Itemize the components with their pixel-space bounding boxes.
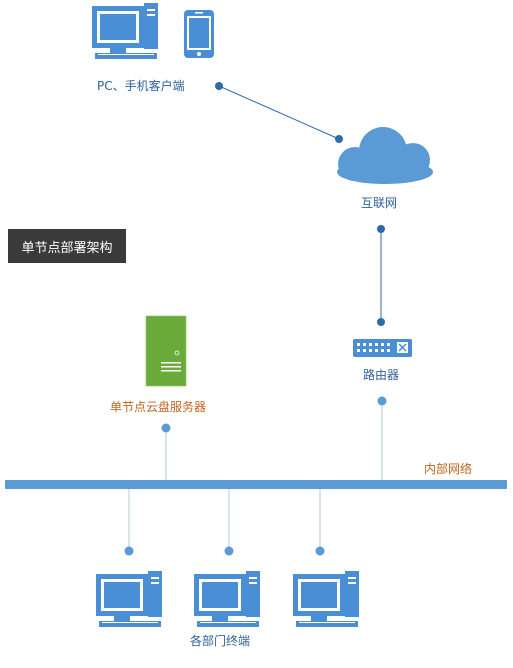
desktop-computer-icon (96, 571, 162, 627)
smartphone-icon (184, 10, 214, 58)
cloud-icon (337, 127, 433, 184)
desktop-computer-icon (293, 571, 359, 627)
diagram-title: 单节点部署架构 (8, 229, 126, 263)
router-label: 路由器 (363, 368, 400, 382)
connector-dot (124, 546, 134, 556)
connector-dot (215, 82, 223, 90)
internet-label: 互联网 (361, 196, 398, 210)
server-label: 单节点云盘服务器 (110, 400, 207, 414)
connector-dots (124, 82, 387, 556)
connection-lines (128, 85, 383, 551)
terminals-label: 各部门终端 (190, 634, 251, 648)
server-tower-icon (145, 315, 187, 387)
client-internet-link (218, 85, 340, 140)
lan-label: 内部网络 (424, 462, 473, 476)
desktop-computer-icon (194, 571, 260, 627)
connector-dot (377, 396, 387, 406)
desktop-computer-icon (92, 3, 158, 59)
connector-dot (315, 546, 325, 556)
connector-dot (335, 135, 343, 143)
router-icon (353, 339, 412, 357)
clients-label: PC、手机客户端 (97, 79, 185, 93)
connector-dot (224, 546, 234, 556)
connector-dot (377, 318, 385, 326)
connector-dot (377, 225, 385, 233)
lan-bar (5, 480, 507, 489)
connector-dot (161, 423, 171, 433)
